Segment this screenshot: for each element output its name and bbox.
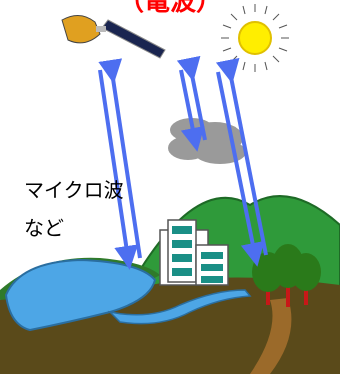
wave-arrow xyxy=(98,69,139,270)
sun-icon xyxy=(221,4,289,72)
building xyxy=(159,219,229,286)
wave-arrow xyxy=(176,55,207,141)
path xyxy=(250,298,292,374)
radio-wave-heading: （電波） xyxy=(118,0,223,17)
river xyxy=(107,289,252,325)
microwave-caption-line1: マイクロ波 xyxy=(24,178,124,202)
radio-wave-arrows xyxy=(98,55,268,270)
microwave-caption-line2: など xyxy=(24,216,64,240)
wave-arrow xyxy=(98,58,142,259)
satellite-icon xyxy=(61,15,166,59)
wave-arrow xyxy=(215,57,268,256)
trees xyxy=(252,244,321,307)
wave-arrow xyxy=(216,71,265,267)
lake xyxy=(4,258,157,332)
